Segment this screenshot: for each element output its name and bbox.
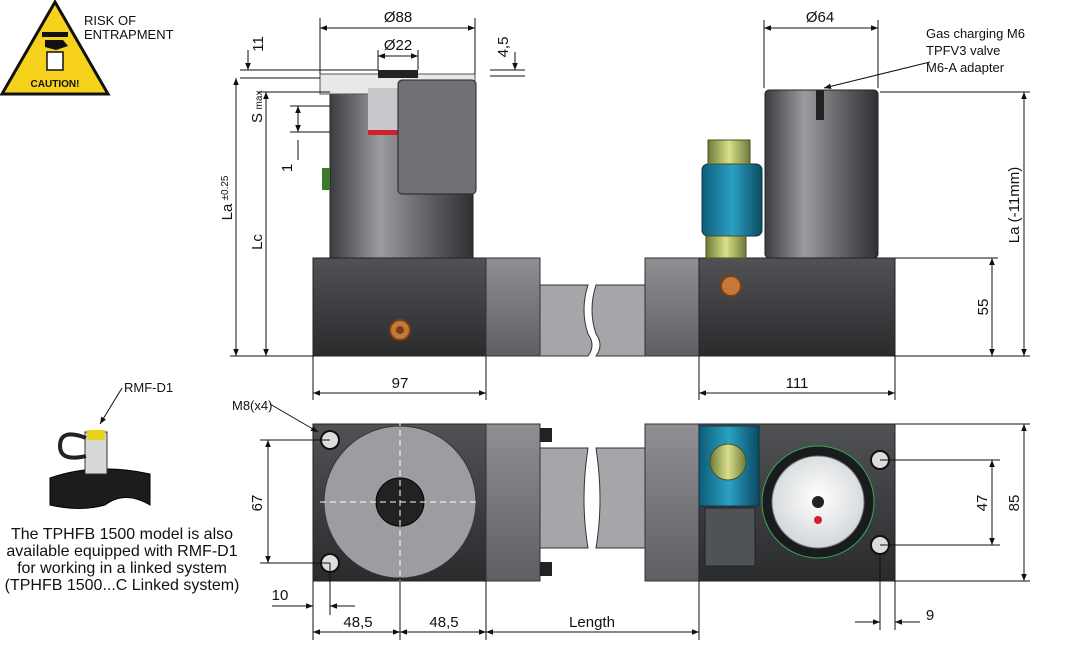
dim-smax-sub: max — [254, 91, 265, 110]
dim-48-5-b: 48,5 — [429, 614, 458, 631]
left-body-block — [312, 257, 487, 357]
top-view: M8(x4) 67 10 48,5 48,5 Length 47 85 9 — [232, 398, 1030, 640]
dim-m8: M8(x4) — [232, 398, 272, 413]
solenoid-coil — [701, 163, 763, 237]
dim-1: 1 — [279, 164, 296, 172]
caption-line1: The TPHFB 1500 model is also — [10, 526, 234, 543]
dim-la: La — [219, 203, 236, 220]
dim-9: 9 — [926, 607, 934, 624]
clamp-arm — [397, 79, 477, 195]
dim-d88: Ø88 — [384, 9, 412, 26]
caution-label: CAUTION! — [31, 79, 80, 90]
dim-la-tolerance: ±0.25 — [220, 175, 231, 200]
valve-nut-top-view — [709, 443, 747, 481]
dim-97: 97 — [392, 375, 409, 392]
caption-line3: for working in a linked system — [17, 560, 227, 577]
dim-length: Length — [569, 614, 615, 631]
dim-11: 11 — [250, 36, 267, 52]
dim-111: 111 — [786, 375, 809, 392]
dim-4-5: 4,5 — [495, 37, 512, 58]
accessory-caption: The TPHFB 1500 model is also available e… — [4, 526, 240, 594]
dim-10: 10 — [272, 587, 289, 604]
dim-d64: Ø64 — [806, 9, 834, 26]
entrapment-warning-sign: CAUTION! RISK OF ENTRAPMENT — [0, 0, 174, 96]
accessory-base — [49, 468, 151, 509]
dim-85: 85 — [1006, 495, 1023, 512]
warning-title-line2: ENTRAPMENT — [84, 27, 174, 42]
rmf-d1-label: RMF-D1 — [124, 380, 173, 395]
caption-line2: available equipped with RMF-D1 — [6, 543, 238, 560]
dim-47: 47 — [974, 495, 991, 512]
warning-title-line1: RISK OF — [84, 13, 136, 28]
dim-smax: S — [249, 113, 266, 123]
dim-67: 67 — [249, 495, 266, 512]
valve-nut-top — [707, 139, 751, 165]
piston-rod-top — [378, 70, 418, 78]
left-connector — [485, 257, 541, 357]
tube-break — [539, 284, 593, 357]
charging-valve-icon — [812, 496, 824, 508]
dim-d22: Ø22 — [384, 37, 412, 54]
hand-press-icon — [42, 32, 68, 37]
dim-48-5-a: 48,5 — [343, 614, 372, 631]
dim-55: 55 — [975, 299, 992, 316]
right-body-block — [698, 257, 896, 357]
gas-note-line1: Gas charging M6 — [926, 26, 1025, 41]
gas-note-line2: TPFV3 valve — [926, 43, 1000, 58]
right-port-plug — [720, 275, 742, 297]
gas-note-line3: M6-A adapter — [926, 60, 1005, 75]
dim-la-minus: La (-11mm) — [1006, 167, 1023, 243]
right-connector — [644, 257, 700, 357]
rmf-d1-accessory: RMF-D1 — [49, 380, 173, 509]
side-view: Ø88 Ø22 Ø64 11 4,5 S max 1 La ±0.25 Lc L… — [219, 9, 1030, 400]
dim-lc: Lc — [249, 234, 266, 250]
caption-line4: (TPHFB 1500...C Linked system) — [4, 577, 240, 594]
